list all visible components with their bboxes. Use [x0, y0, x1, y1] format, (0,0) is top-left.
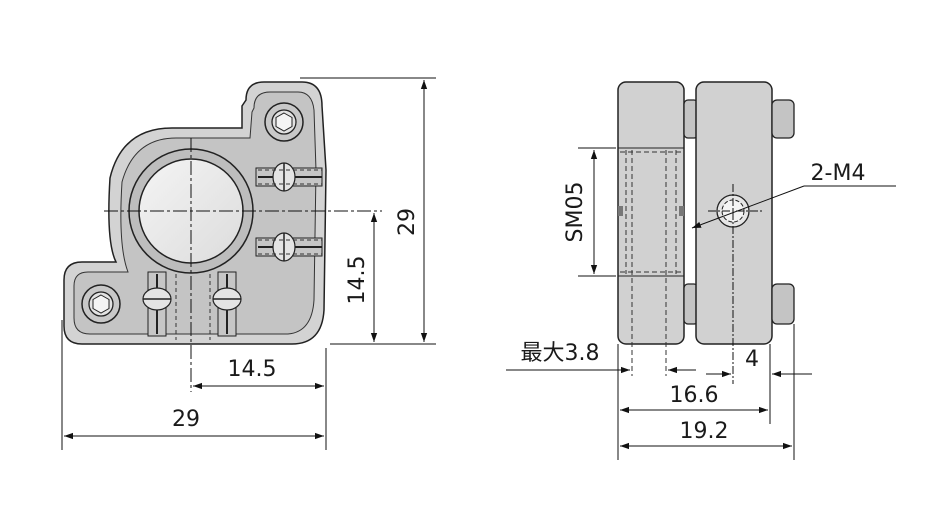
- dim-height-total-label: 29: [395, 208, 420, 236]
- clamp-screw-left: [142, 271, 177, 340]
- dim-total-width-label: 19.2: [680, 419, 729, 444]
- dim-height-half-label: 14.5: [345, 256, 370, 305]
- dim-max-depth: 最大3.8: [506, 341, 696, 374]
- dim-inner-width: 16.6: [620, 383, 768, 414]
- dim-height-half: 14.5: [345, 213, 378, 342]
- dim-max-depth-label: 最大3.8: [521, 341, 600, 366]
- side-left-block: [617, 81, 685, 345]
- dim-bore-label: SM05: [563, 182, 588, 243]
- hex-socket-icon: [92, 294, 110, 314]
- dim-width-half: 14.5: [193, 348, 327, 400]
- clamp-screw-lower: [255, 232, 323, 262]
- side-screw-tip-bottom: [771, 283, 795, 325]
- dim-total-width: 19.2: [620, 419, 792, 450]
- dim-hole-offset-label: 4: [745, 347, 759, 372]
- thread-callout-label: 2-M4: [811, 161, 866, 186]
- clamp-screw-right: [209, 271, 242, 340]
- dim-bore: SM05: [563, 147, 616, 277]
- dim-width-total-label: 29: [172, 407, 200, 432]
- dim-inner-width-label: 16.6: [670, 383, 719, 408]
- front-view: 29 14.5 14.5 29: [61, 77, 436, 450]
- side-screw-tip-top: [771, 99, 795, 139]
- side-view: 2-M4 SM05 最大3.8 4 16.6: [506, 81, 896, 460]
- hex-socket-icon: [275, 112, 293, 132]
- dim-width-total: 29: [61, 320, 327, 450]
- dim-hole-offset: 4: [706, 347, 812, 378]
- thread-callout: 2-M4: [691, 161, 896, 229]
- clamp-screw-upper: [255, 162, 323, 192]
- dim-width-half-label: 14.5: [228, 357, 277, 382]
- dim-height-total: 29: [300, 77, 436, 345]
